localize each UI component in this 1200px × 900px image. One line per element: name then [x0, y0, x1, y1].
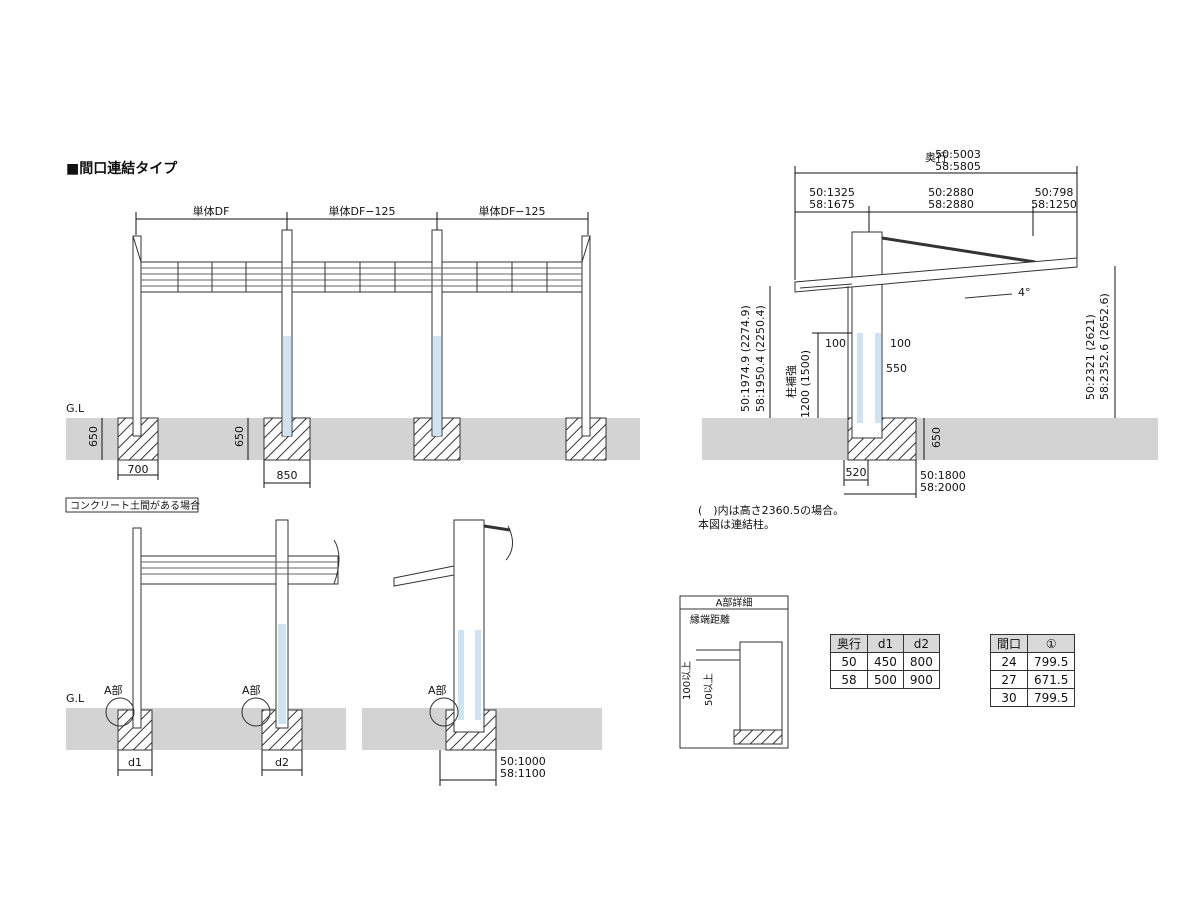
table1-header: d1	[867, 634, 904, 653]
table2-header: 間口	[989, 634, 1029, 653]
note-1: ( )内は高さ2360.5の場合。	[698, 503, 844, 517]
left-50: 50:1325	[809, 186, 855, 199]
depth-label-1: 650	[87, 426, 100, 447]
h-left-58: 58:1950.4 (2250.4)	[754, 305, 767, 412]
note-2: 本図は連結柱。	[698, 517, 775, 531]
total-50: 50:5003	[935, 148, 981, 161]
depth-table: 奥行 d1 d2 50 450 800 58 500 900	[829, 634, 940, 689]
table1-header: d2	[902, 634, 940, 653]
reinforce-label: 柱補強	[784, 365, 798, 398]
table-cell: 671.5	[1027, 670, 1076, 689]
gl-label-2: G.L	[66, 692, 85, 705]
side-base-50: 50:1000	[500, 755, 546, 768]
front-elevation: 単体DF 単体DF−125 単体DF−125 G.L	[66, 204, 640, 488]
section-title: ■間口連結タイプ	[66, 160, 178, 177]
a-detail: A部詳細 縁端距離 100以上 50以上	[679, 595, 789, 749]
table-row: 30 799.5	[989, 688, 1076, 707]
right-50: 50:798	[1035, 186, 1074, 199]
unit-label-3: 単体DF−125	[478, 204, 545, 218]
base-side-50: 50:1800	[920, 469, 966, 482]
table-row: 27 671.5	[989, 670, 1076, 689]
table-row: 50 450 800	[829, 652, 940, 671]
height-550: 550	[886, 362, 907, 375]
base-850: 850	[277, 469, 298, 482]
mid-50: 50:2880	[928, 186, 974, 199]
table-cell: 50	[829, 652, 869, 671]
d2-label: d2	[275, 756, 289, 769]
right-58: 58:1250	[1031, 198, 1077, 211]
table-cell: 58	[829, 670, 869, 689]
side-base-58: 58:1100	[500, 767, 546, 780]
detail-edge: 縁端距離	[690, 613, 730, 626]
table-cell: 799.5	[1027, 688, 1076, 707]
d1-label: d1	[128, 756, 142, 769]
gl-label: G.L	[66, 402, 85, 415]
a-label-3: A部	[428, 683, 447, 697]
table2-header: ①	[1027, 634, 1076, 653]
concrete-section: コンクリート土間がある場合 G.L A部 A部 d1 d2 A	[65, 497, 602, 786]
table-cell: 24	[989, 652, 1029, 671]
detail-50: 50以上	[703, 673, 715, 706]
table1-header: 奥行	[829, 634, 869, 653]
width-table: 間口 ① 24 799.5 27 671.5 30 799.5	[989, 634, 1076, 707]
table-cell: 27	[989, 670, 1029, 689]
angle-label: 4°	[1018, 286, 1031, 299]
table-cell: 900	[902, 670, 940, 689]
gap-right: 100	[890, 337, 911, 350]
detail-title: A部詳細	[716, 596, 753, 609]
side-elevation: 奥行 50:5003 58:5805 50:1325 58:1675 50:28…	[698, 148, 1158, 531]
table-cell: 450	[867, 652, 904, 671]
gap-left: 100	[825, 337, 846, 350]
table-row: 24 799.5	[989, 652, 1076, 671]
left-58: 58:1675	[809, 198, 855, 211]
unit-label-1: 単体DF	[193, 204, 230, 218]
total-58: 58:5805	[935, 160, 981, 173]
total-label: 奥行	[925, 150, 947, 164]
unit-label-2: 単体DF−125	[328, 204, 395, 218]
concrete-label: コンクリート土間がある場合	[70, 499, 200, 512]
a-label-2: A部	[242, 683, 261, 697]
depth-label-2: 650	[233, 426, 246, 447]
h-right-50: 50:2321 (2621)	[1084, 314, 1097, 400]
h-left-50: 50:1974.9 (2274.9)	[739, 305, 752, 412]
side-depth: 650	[930, 427, 943, 448]
base-520: 520	[846, 466, 867, 479]
base-700: 700	[128, 463, 149, 476]
detail-100: 100以上	[681, 661, 693, 700]
table-row: 58 500 900	[829, 670, 940, 689]
mid-58: 58:2880	[928, 198, 974, 211]
base-side-58: 58:2000	[920, 481, 966, 494]
h-right-58: 58:2352.6 (2652.6)	[1098, 293, 1111, 400]
table-cell: 799.5	[1027, 652, 1076, 671]
a-label-1: A部	[104, 683, 123, 697]
table-cell: 30	[989, 688, 1029, 707]
table-cell: 800	[902, 652, 940, 671]
reinforce-value: 1200 (1500)	[799, 350, 812, 418]
table-cell: 500	[867, 670, 904, 689]
